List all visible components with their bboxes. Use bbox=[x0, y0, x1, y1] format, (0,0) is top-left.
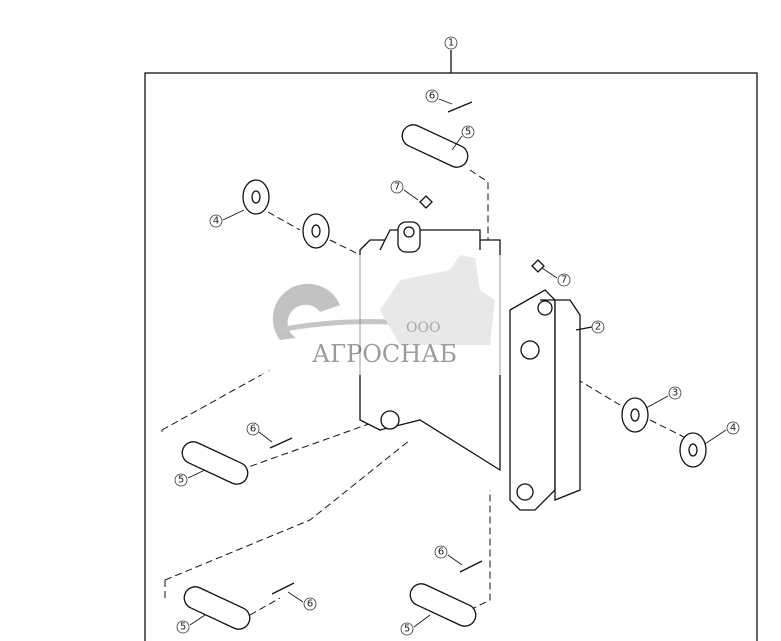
svg-text:6: 6 bbox=[429, 91, 435, 102]
svg-text:4: 4 bbox=[213, 216, 219, 227]
callout: 2 bbox=[591, 320, 605, 334]
grease-fitting-part bbox=[531, 259, 545, 273]
pin-part bbox=[181, 124, 477, 630]
callout: 6 bbox=[425, 89, 439, 103]
agrosnab-watermark-logo: ООО АГРОСНАБ bbox=[246, 255, 508, 375]
svg-text:7: 7 bbox=[394, 182, 400, 193]
svg-text:1: 1 bbox=[448, 38, 454, 49]
svg-text:4: 4 bbox=[730, 423, 736, 434]
svg-text:6: 6 bbox=[250, 424, 256, 435]
svg-text:6: 6 bbox=[438, 547, 444, 558]
cotter-pin-part bbox=[269, 101, 483, 595]
svg-text:5: 5 bbox=[404, 624, 410, 635]
callout: 6 bbox=[434, 545, 448, 559]
svg-text:5: 5 bbox=[178, 475, 184, 486]
svg-text:5: 5 bbox=[465, 127, 471, 138]
callout: 5 bbox=[176, 620, 190, 634]
callout: 4 bbox=[209, 214, 223, 228]
svg-text:5: 5 bbox=[180, 622, 186, 633]
callout: 5 bbox=[174, 473, 188, 487]
callout: 6 bbox=[303, 597, 317, 611]
svg-text:7: 7 bbox=[561, 275, 567, 286]
washer-part bbox=[242, 179, 707, 468]
callout: 5 bbox=[400, 622, 414, 636]
svg-text:6: 6 bbox=[307, 599, 313, 610]
callout: 7 bbox=[390, 180, 404, 194]
grease-fitting-part bbox=[419, 195, 433, 209]
leader-lines bbox=[187, 98, 727, 628]
watermark-prefix: ООО bbox=[406, 320, 440, 336]
callout: 7 bbox=[557, 273, 571, 287]
callout: 4 bbox=[726, 421, 740, 435]
watermark-name: АГРОСНАБ bbox=[312, 340, 457, 368]
callout: 3 bbox=[668, 386, 682, 400]
svg-text:3: 3 bbox=[672, 388, 678, 399]
callout: 5 bbox=[461, 125, 475, 139]
callout: 6 bbox=[246, 422, 260, 436]
callout: 1 bbox=[444, 36, 458, 50]
svg-text:2: 2 bbox=[595, 322, 601, 333]
